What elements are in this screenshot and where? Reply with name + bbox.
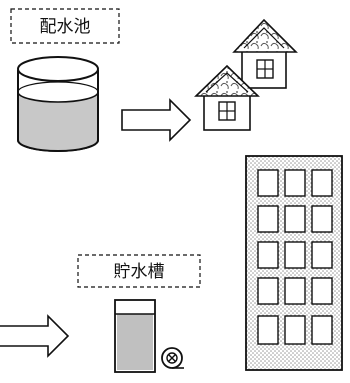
building-window [311,205,333,233]
building-windows [257,169,333,345]
building-window [257,205,279,233]
reservoir-label-box: 配水池 [10,8,120,44]
building-window [311,241,333,269]
building-window [311,277,333,305]
building-window [311,315,333,345]
building-window [284,277,306,305]
building-window [284,205,306,233]
arrow-to-receiving-tank-icon [0,314,70,358]
reservoir-label: 配水池 [40,17,91,37]
receiving-tank-label-box: 貯水槽 [77,254,201,288]
building-window [257,241,279,269]
building-window [257,315,279,345]
house-icon [232,18,298,89]
reservoir-tank [17,56,99,152]
receiving-tank [114,299,156,373]
building-window [284,169,306,197]
building-window [257,277,279,305]
building-window [257,169,279,197]
building-window [284,241,306,269]
arrow-to-houses-icon [121,98,192,142]
building-window [284,315,306,345]
receiving-tank-label: 貯水槽 [114,262,165,282]
apartment-building-icon [245,155,343,371]
pump-icon [161,347,184,369]
building-window [311,169,333,197]
house-icon [194,64,260,131]
